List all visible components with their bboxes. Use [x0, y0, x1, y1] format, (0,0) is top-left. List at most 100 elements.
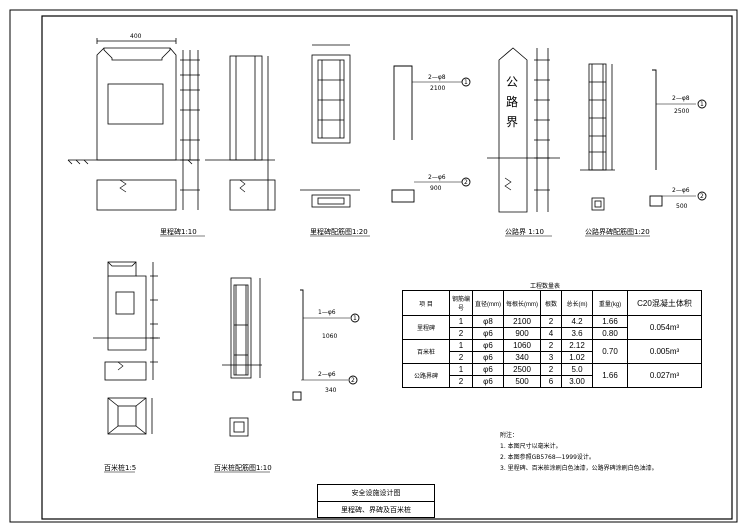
- bar-b2-length: 500: [676, 203, 688, 210]
- table-row: 2 φ6 500 6 3.00: [403, 375, 702, 388]
- milestone-side-view: [205, 55, 276, 211]
- table-row: 里程碑 1 φ8 2100 2 4.2 1.66 0.054m³: [402, 315, 702, 340]
- boundary-marker-elevation: [487, 47, 560, 213]
- cell-len: 2100: [503, 315, 541, 328]
- outer-border: [9, 9, 738, 523]
- caption-milestone-elevation: 里程碑1:10: [160, 227, 197, 236]
- table-row: 2 φ6 340 3 1.02: [403, 351, 702, 364]
- caption-hundred-elevation: 百米桩1:5: [104, 463, 136, 472]
- cell-concrete: 0.027m³: [627, 363, 702, 388]
- cell-no: 2: [449, 375, 473, 388]
- header-weight: 重量(kg): [592, 290, 628, 316]
- header-dia: 直径(mm): [472, 290, 504, 316]
- cell-count: 2: [540, 363, 562, 376]
- cell-total: 3.00: [561, 375, 593, 388]
- table-header-row: 项 目 钢筋编号 直径(mm) 每根长(mm) 根数 总长(m) 重量(kg) …: [402, 290, 702, 316]
- cell-dia: φ6: [472, 375, 504, 388]
- caption-hundred-rebar: 百米桩配筋图1:10: [214, 463, 272, 472]
- table-row: 百米桩 1 φ6 1060 2 2.12 0.70 0.005m³: [402, 339, 702, 364]
- bar-h1-length: 1060: [322, 333, 337, 340]
- milestone-elevation: [67, 38, 200, 211]
- quantity-table: 项 目 钢筋编号 直径(mm) 每根长(mm) 根数 总长(m) 重量(kg) …: [402, 290, 702, 388]
- bar-b2-label: 2—φ6: [672, 187, 690, 194]
- hundred-rebar-view: [222, 277, 262, 437]
- boundary-char-1: 公: [506, 75, 518, 89]
- cell-item: 百米桩: [402, 339, 450, 364]
- bar-m1-no: 1: [464, 79, 468, 86]
- milestone-rebar-view: [300, 44, 360, 208]
- note-2: 2. 本图参照GB5768—1999设计。: [500, 454, 595, 461]
- note-3: 3. 里程碑、百米桩涂刷白色油漆，公路界碑涂刷白色油漆。: [500, 465, 658, 472]
- cell-len: 900: [503, 327, 541, 340]
- bar-h1: [300, 289, 360, 380]
- bar-h2-length: 340: [325, 387, 337, 394]
- header-count: 根数: [540, 290, 562, 316]
- bar-m1-label: 2—φ8: [428, 74, 446, 81]
- title-block: 安全设施设计图 里程碑、界碑及百米桩: [317, 484, 435, 518]
- cell-total: 1.02: [561, 351, 593, 364]
- notes: 附注： 1. 本图尺寸以毫米计。 2. 本图参照GB5768—1999设计。 3…: [500, 430, 658, 474]
- cell-weight: 1.66: [592, 363, 628, 388]
- header-len: 每根长(mm): [503, 290, 541, 316]
- cell-dia: φ6: [472, 363, 504, 376]
- bar-b1-length: 2500: [674, 108, 689, 115]
- cell-no: 2: [449, 327, 473, 340]
- cell-count: 3: [540, 351, 562, 364]
- bar-m1: [393, 65, 471, 140]
- cell-dia: φ6: [472, 351, 504, 364]
- cell-item: 里程碑: [402, 315, 450, 340]
- caption-boundary-rebar: 公路界碑配筋图1:20: [585, 227, 650, 236]
- cell-weight: 0.70: [592, 339, 628, 364]
- dim-400: 400: [130, 33, 142, 40]
- title-line-2: 里程碑、界碑及百米桩: [341, 506, 411, 514]
- cell-concrete: 0.005m³: [627, 339, 702, 364]
- cell-no: 1: [449, 363, 473, 376]
- bar-b1-label: 2—φ8: [672, 95, 690, 102]
- title-line-1: 安全设施设计图: [318, 485, 434, 502]
- bar-b2: [649, 191, 707, 207]
- cell-count: 2: [540, 315, 562, 328]
- header-total-len: 总长(m): [561, 290, 593, 316]
- cell-concrete: 0.054m³: [627, 315, 702, 340]
- cell-weight: 1.66: [592, 315, 628, 328]
- cell-dia: φ6: [472, 339, 504, 352]
- bar-h2: [292, 375, 358, 401]
- bar-m2: [391, 177, 471, 203]
- table-row: 公路界碑 1 φ6 2500 2 5.0 1.66 0.027m³: [402, 363, 702, 388]
- cell-total: 2.12: [561, 339, 593, 352]
- header-item: 项 目: [402, 290, 450, 316]
- cell-total: 5.0: [561, 363, 593, 376]
- cell-item: 公路界碑: [402, 363, 450, 388]
- header-concrete: C20混凝土体积: [627, 290, 702, 316]
- cell-count: 2: [540, 339, 562, 352]
- inner-border: [41, 15, 733, 520]
- bar-h2-no: 2: [351, 377, 355, 384]
- cell-len: 500: [503, 375, 541, 388]
- cell-no: 2: [449, 351, 473, 364]
- hundred-post-plan: [107, 397, 153, 435]
- cell-no: 1: [449, 315, 473, 328]
- hundred-post-elevation: [93, 261, 160, 381]
- cell-count: 4: [540, 327, 562, 340]
- bar-m2-no: 2: [464, 179, 468, 186]
- cell-dia: φ8: [472, 315, 504, 328]
- cell-weight: 0.80: [592, 327, 628, 340]
- caption-boundary-elevation: 公路界 1:10: [505, 227, 544, 236]
- boundary-char-2: 路: [506, 94, 518, 109]
- bar-b2-no: 2: [700, 193, 704, 200]
- header-bar-no: 钢筋编号: [449, 290, 473, 316]
- bar-m1-length: 2100: [430, 85, 445, 92]
- bar-b1: [652, 69, 707, 170]
- bar-m2-label: 2—φ6: [428, 174, 446, 181]
- bar-b1-no: 1: [700, 101, 704, 108]
- cell-dia: φ6: [472, 327, 504, 340]
- cell-no: 1: [449, 339, 473, 352]
- boundary-rebar-view: [580, 63, 615, 211]
- bar-m2-length: 900: [430, 185, 442, 192]
- boundary-char-3: 界: [506, 115, 518, 129]
- bar-h2-label: 2—φ6: [318, 371, 336, 378]
- cell-len: 340: [503, 351, 541, 364]
- cell-len: 2500: [503, 363, 541, 376]
- cell-count: 6: [540, 375, 562, 388]
